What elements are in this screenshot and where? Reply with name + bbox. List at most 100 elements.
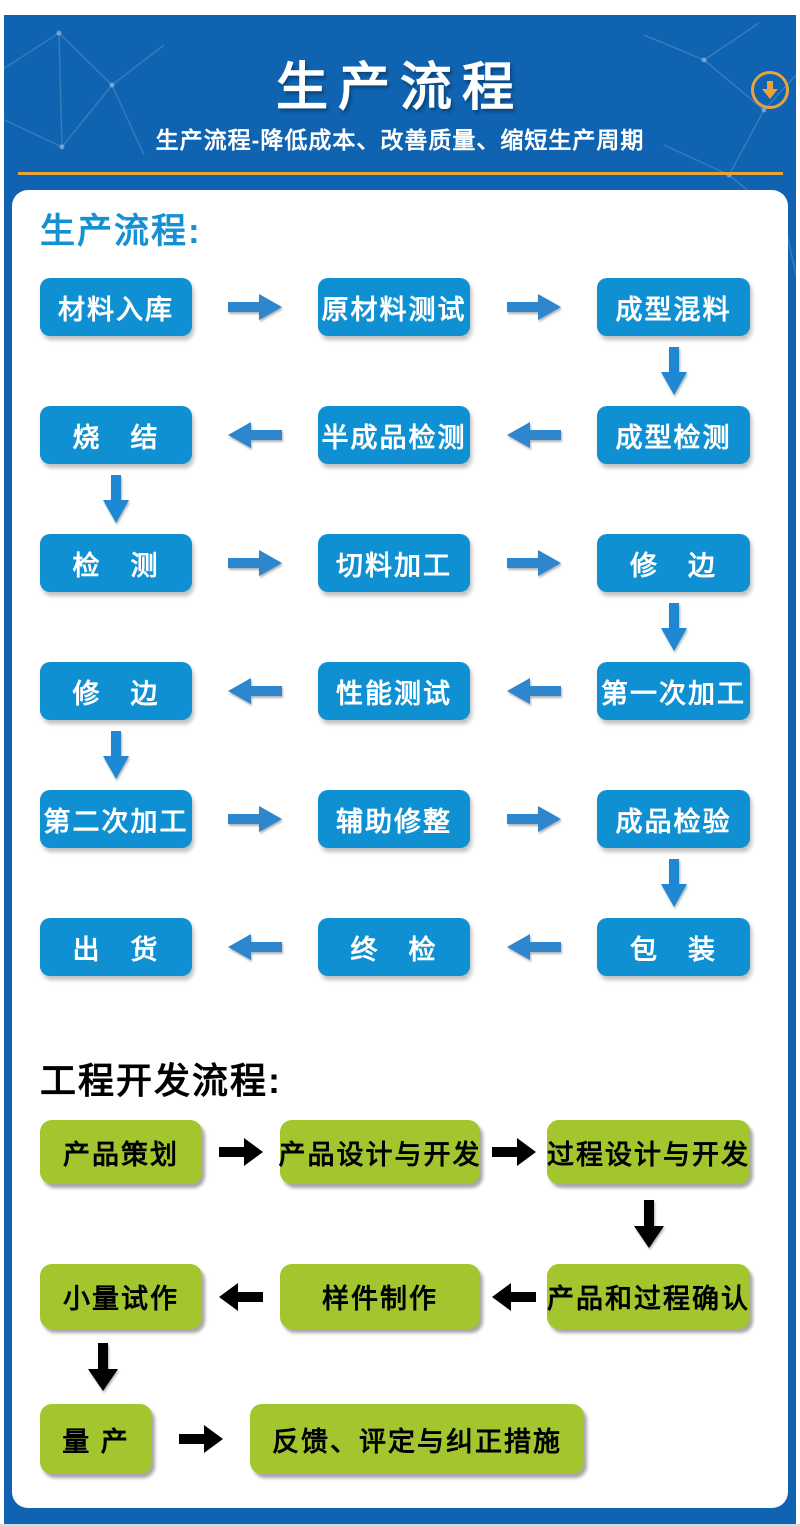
flow-step: 切料加工 (318, 534, 470, 592)
production-flowchart: 材料入库 原材料测试 成型混料 烧 结 半成品检测 成型检测 (40, 278, 788, 976)
flow-row: 出 货 终 检 包 装 (40, 918, 788, 976)
down-connector (597, 592, 750, 662)
down-connector (597, 848, 750, 918)
flow-step-label: 终 检 (350, 934, 438, 965)
down-connector (547, 1184, 750, 1264)
flow-step-label: 成型混料 (615, 294, 732, 325)
arrow-down-icon (633, 1200, 664, 1248)
arrow-cell (480, 1264, 547, 1329)
flow-step-label: 样件制作 (322, 1284, 438, 1314)
arrow-down-icon (660, 603, 687, 651)
flow-step-label: 修 边 (630, 550, 717, 581)
flow-step-label: 包 装 (630, 934, 717, 965)
flow-row: 产品策划 产品设计与开发 过程设计与开发 (40, 1120, 788, 1184)
flow-step: 成品检验 (597, 790, 750, 848)
flow-step-label: 成型检测 (615, 422, 732, 453)
flow-step-label: 性能测试 (336, 678, 452, 709)
connector-row (40, 336, 788, 406)
flow-step-label: 产品设计与开发 (278, 1139, 482, 1170)
arrow-left-icon (228, 678, 282, 704)
flow-step: 产品策划 (40, 1120, 202, 1184)
flow-row: 检 测 切料加工 修 边 (40, 534, 788, 592)
arrow-left-icon (219, 1282, 263, 1311)
flow-step: 成型检测 (597, 406, 750, 464)
flow-step-label: 小量试作 (63, 1284, 179, 1314)
arrow-cell (152, 1404, 250, 1474)
arrow-right-icon (506, 806, 561, 832)
arrow-right-icon (228, 550, 282, 576)
flow-step-label: 第一次加工 (601, 678, 746, 709)
flow-step: 包 装 (597, 918, 750, 976)
flow-step-label: 出 货 (72, 934, 160, 965)
arrow-cell (470, 534, 597, 592)
arrow-right-icon (506, 294, 561, 320)
flow-step: 样件制作 (280, 1264, 480, 1329)
arrow-cell (470, 406, 597, 464)
flow-step: 成型混料 (597, 278, 750, 336)
flow-step-label: 过程设计与开发 (547, 1139, 750, 1170)
flow-step: 反馈、评定与纠正措施 (250, 1404, 584, 1474)
flow-step-label: 半成品检测 (321, 422, 467, 453)
arrow-cell (202, 1120, 280, 1184)
flow-step: 第一次加工 (597, 662, 750, 720)
flow-step: 终 检 (318, 918, 470, 976)
flow-step: 产品和过程确认 (547, 1264, 750, 1329)
arrow-cell (470, 662, 597, 720)
arrow-down-icon (103, 475, 129, 523)
connector-row (40, 464, 788, 534)
scroll-down-button[interactable] (751, 71, 789, 109)
flow-step: 产品设计与开发 (278, 1120, 482, 1184)
circle-down-arrow-icon (762, 81, 778, 99)
down-connector (40, 720, 192, 790)
flow-step: 性能测试 (318, 662, 470, 720)
arrow-right-icon (491, 1138, 536, 1166)
arrow-left-icon (506, 934, 561, 960)
down-connector (597, 336, 750, 406)
production-flow-heading: 生产流程: (40, 212, 202, 251)
engineering-flow-heading: 工程开发流程: (40, 1060, 282, 1101)
flow-step: 材料入库 (40, 278, 192, 336)
arrow-right-icon (228, 806, 282, 832)
arrow-down-icon (88, 1342, 118, 1391)
arrow-left-icon (228, 934, 282, 960)
down-connector (40, 464, 192, 534)
arrow-left-icon (228, 422, 282, 448)
arrow-cell (470, 790, 597, 848)
connector-row (40, 720, 788, 790)
flow-step-label: 烧 结 (72, 422, 160, 453)
content-card: 生产流程: 材料入库 原材料测试 成型混料 烧 结 半成品检测 成型检测 (12, 190, 788, 1508)
arrow-left-icon (506, 678, 561, 704)
flow-step: 第二次加工 (40, 790, 192, 848)
flow-step: 小量试作 (40, 1264, 202, 1329)
flow-step: 原材料测试 (318, 278, 470, 336)
flow-row: 修 边 性能测试 第一次加工 (40, 662, 788, 720)
flow-step: 半成品检测 (318, 406, 470, 464)
flow-step-label: 成品检验 (615, 806, 732, 837)
blue-frame-band: 生产流程 生产流程-降低成本、改善质量、缩短生产周期 生产流程: 材料入库 原材… (4, 15, 796, 1524)
flow-row: 量 产 反馈、评定与纠正措施 (40, 1404, 788, 1474)
arrow-cell (470, 918, 597, 976)
arrow-cell (192, 918, 318, 976)
arrow-down-icon (103, 731, 129, 779)
flow-step-label: 产品策划 (63, 1139, 179, 1170)
arrow-down-icon (660, 859, 687, 907)
connector-row (40, 592, 788, 662)
bottom-gray-strip (0, 1524, 800, 1527)
flow-step-label: 原材料测试 (321, 294, 467, 325)
flow-step-label: 量 产 (62, 1426, 130, 1457)
page-title: 生产流程 (275, 59, 524, 117)
flow-row: 烧 结 半成品检测 成型检测 (40, 406, 788, 464)
flow-step-label: 反馈、评定与纠正措施 (272, 1426, 562, 1457)
gold-divider-line (18, 172, 783, 175)
arrow-cell (192, 406, 318, 464)
flow-step: 修 边 (40, 662, 192, 720)
arrow-right-icon (228, 294, 282, 320)
flow-step: 烧 结 (40, 406, 192, 464)
connector-row (40, 1329, 788, 1404)
flow-step-label: 产品和过程确认 (547, 1284, 750, 1314)
arrow-cell (192, 662, 318, 720)
flow-step: 检 测 (40, 534, 192, 592)
arrow-cell (192, 790, 318, 848)
flow-row: 材料入库 原材料测试 成型混料 (40, 278, 788, 336)
arrow-cell (192, 534, 318, 592)
